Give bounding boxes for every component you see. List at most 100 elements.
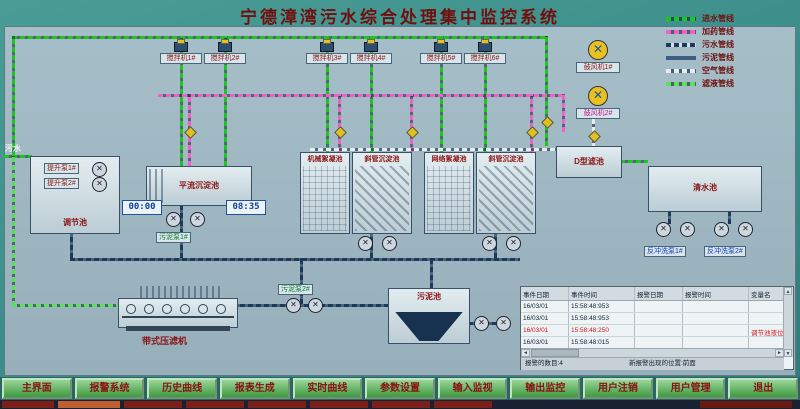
filtrate-line-icon <box>666 81 696 86</box>
menu-button-parameters[interactable]: 参数设置 <box>365 378 435 399</box>
legend-item: 污水管线 <box>666 38 792 51</box>
pipe-dosing-drop <box>410 94 413 152</box>
roller-icon <box>180 304 190 314</box>
pump-icon[interactable]: ✕ <box>656 222 671 237</box>
pipe-dosing-riser <box>562 94 565 132</box>
menu-button-history-curve[interactable]: 历史曲线 <box>147 378 217 399</box>
taskbar-item[interactable] <box>186 401 244 408</box>
motor-icon <box>434 39 448 52</box>
mixer-unit[interactable]: 搅拌机5# <box>420 39 462 64</box>
menu-button-main[interactable]: 主界面 <box>2 378 72 399</box>
tank-label: 平流沉淀池 <box>179 181 219 190</box>
pump-icon[interactable]: ✕ <box>714 222 729 237</box>
motor-cap-icon <box>367 39 375 44</box>
pump-icon[interactable]: ✕ <box>286 298 301 313</box>
legend-item: 滤液管线 <box>666 77 792 90</box>
legend-item: 进水管线 <box>666 12 792 25</box>
pump-icon[interactable]: ✕ <box>738 222 753 237</box>
lift-pump-label: 提升泵1# <box>44 163 79 174</box>
menu-button-user-logout[interactable]: 用户注销 <box>583 378 653 399</box>
mixer-unit[interactable]: 搅拌机3# <box>306 39 348 64</box>
scroll-up-icon[interactable]: ▲ <box>784 287 792 295</box>
fan-icon: ✕ <box>588 86 608 106</box>
column-header: 事件时间 <box>569 287 635 300</box>
horizontal-scrollbar[interactable]: ◄ ► <box>521 348 784 358</box>
menu-button-alarm-system[interactable]: 报警系统 <box>74 378 145 399</box>
alarm-table-footer: 报警的数目:4 新报警出现的位置:前面 <box>521 357 784 370</box>
taskbar-item[interactable] <box>2 401 54 408</box>
menu-button-report[interactable]: 报表生成 <box>219 378 290 399</box>
mixer-unit[interactable]: 搅拌机2# <box>204 39 246 64</box>
motor-cap-icon <box>437 39 445 44</box>
alarm-count: 报警的数目:4 <box>525 360 563 367</box>
pipe-legend: 进水管线 加药管线 污水管线 污泥管线 空气管线 滤液管线 <box>666 12 792 90</box>
vertical-scrollbar[interactable]: ▲ ▼ <box>783 287 793 357</box>
motor-icon <box>218 39 232 52</box>
belt-base <box>126 326 230 331</box>
tank-label: 斜管沉淀池 <box>364 156 400 163</box>
pipe-filter-to-clearwell <box>620 160 648 163</box>
tank-label: 调节池 <box>63 218 87 227</box>
pump-icon[interactable]: ✕ <box>308 298 323 313</box>
runtime-display: 08:35 <box>226 200 266 215</box>
tank-clear-water: 清水池 <box>648 166 762 212</box>
pipe-to-sludgetank <box>430 258 433 288</box>
tank-label: 污泥池 <box>417 292 441 301</box>
menu-button-realtime-curve[interactable]: 实时曲线 <box>292 378 363 399</box>
pump-icon[interactable]: ✕ <box>92 177 107 192</box>
pipe-filtrate-bottom <box>12 304 118 307</box>
roller-icon <box>216 304 226 314</box>
pipe-backwash <box>668 210 671 224</box>
taskbar-item[interactable] <box>372 401 430 408</box>
taskbar-item[interactable] <box>248 401 306 408</box>
taskbar-item[interactable] <box>310 401 368 408</box>
mixer-unit[interactable]: 搅拌机1# <box>160 39 202 64</box>
menu-button-exit[interactable]: 退出 <box>728 378 799 399</box>
menu-button-input-monitor[interactable]: 输入监视 <box>437 378 508 399</box>
pump-icon[interactable]: ✕ <box>474 316 489 331</box>
pipe-inlet-feed <box>4 155 32 158</box>
tank-net-floc: 网络絮凝池 <box>424 152 474 234</box>
pipe-to-filter <box>545 36 548 146</box>
motor-cap-icon <box>221 39 229 44</box>
taskbar-item[interactable] <box>124 401 182 408</box>
blower-unit[interactable]: ✕鼓风机1# <box>576 40 620 73</box>
scroll-right-icon[interactable]: ► <box>775 349 784 357</box>
pump-icon[interactable]: ✕ <box>482 236 497 251</box>
pump-icon[interactable]: ✕ <box>382 236 397 251</box>
menu-button-user-manage[interactable]: 用户管理 <box>655 378 726 399</box>
scroll-down-icon[interactable]: ▼ <box>784 349 792 357</box>
pump-icon[interactable]: ✕ <box>506 236 521 251</box>
taskbar-item[interactable] <box>58 401 120 408</box>
menu-button-output-monitor[interactable]: 输出监控 <box>510 378 581 399</box>
pipe-sludge-drop <box>180 204 183 258</box>
pump-icon[interactable]: ✕ <box>680 222 695 237</box>
roller-icon <box>162 304 172 314</box>
legend-item: 加药管线 <box>666 25 792 38</box>
column-header: 事件日期 <box>521 287 569 300</box>
column-header: 报警时间 <box>683 287 749 300</box>
taskbar-item[interactable] <box>434 401 492 408</box>
mixer-unit[interactable]: 搅拌机6# <box>464 39 506 64</box>
pump-icon[interactable]: ✕ <box>190 212 205 227</box>
mixer-unit[interactable]: 搅拌机4# <box>350 39 392 64</box>
pipe-dosing-drop <box>530 94 533 152</box>
sewage-line-icon <box>666 42 696 47</box>
belt-line <box>122 316 234 318</box>
scroll-left-icon[interactable]: ◄ <box>521 349 530 357</box>
grid-pattern <box>303 166 347 231</box>
pump-icon[interactable]: ✕ <box>92 162 107 177</box>
blower-unit[interactable]: ✕鼓风机2# <box>576 86 620 119</box>
alarm-table-header: 事件日期事件时间报警日期报警时间变量名 <box>521 287 793 301</box>
tube-pattern <box>479 166 533 231</box>
scrollbar-thumb[interactable] <box>531 349 579 357</box>
pump-icon[interactable]: ✕ <box>496 316 511 331</box>
pump-icon[interactable]: ✕ <box>358 236 373 251</box>
pump-icon[interactable]: ✕ <box>166 212 181 227</box>
baffle-pattern <box>149 169 165 203</box>
taskbar-item[interactable] <box>700 401 792 408</box>
menu-bar: 主界面 报警系统 历史曲线 报表生成 实时曲线 参数设置 输入监视 输出监控 用… <box>0 377 800 400</box>
